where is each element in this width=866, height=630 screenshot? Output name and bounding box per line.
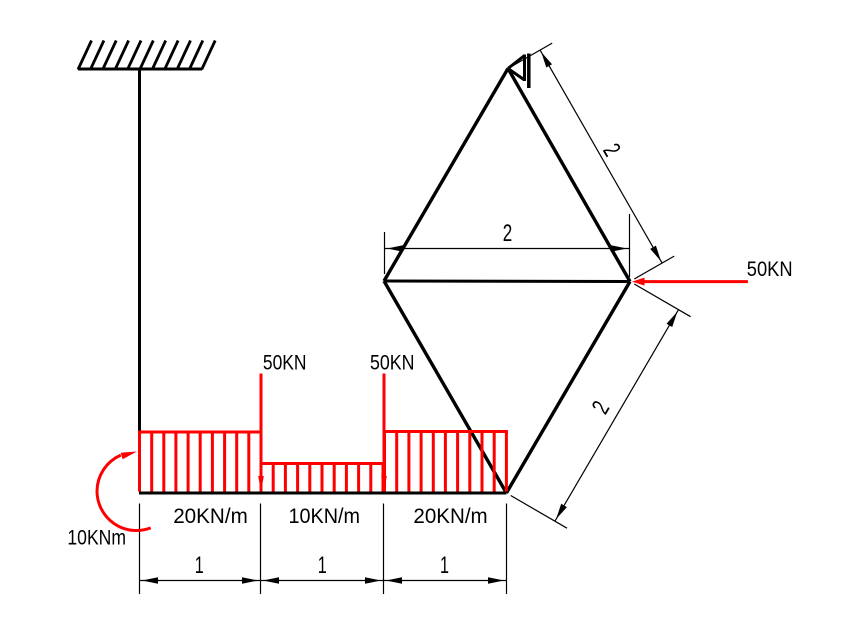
svg-text:2: 2 bbox=[503, 220, 513, 247]
svg-text:2: 2 bbox=[597, 139, 625, 161]
svg-text:50KN: 50KN bbox=[370, 352, 415, 375]
svg-text:50KN: 50KN bbox=[747, 258, 793, 281]
svg-text:10KNm: 10KNm bbox=[67, 526, 126, 549]
svg-text:1: 1 bbox=[195, 552, 204, 579]
svg-text:20KN/m: 20KN/m bbox=[173, 505, 248, 528]
svg-text:10KN/m: 10KN/m bbox=[289, 505, 361, 528]
svg-text:20KN/m: 20KN/m bbox=[413, 505, 487, 528]
svg-text:50KN: 50KN bbox=[263, 352, 307, 375]
svg-text:2: 2 bbox=[587, 397, 615, 419]
svg-text:1: 1 bbox=[318, 552, 327, 579]
svg-text:1: 1 bbox=[440, 552, 449, 579]
